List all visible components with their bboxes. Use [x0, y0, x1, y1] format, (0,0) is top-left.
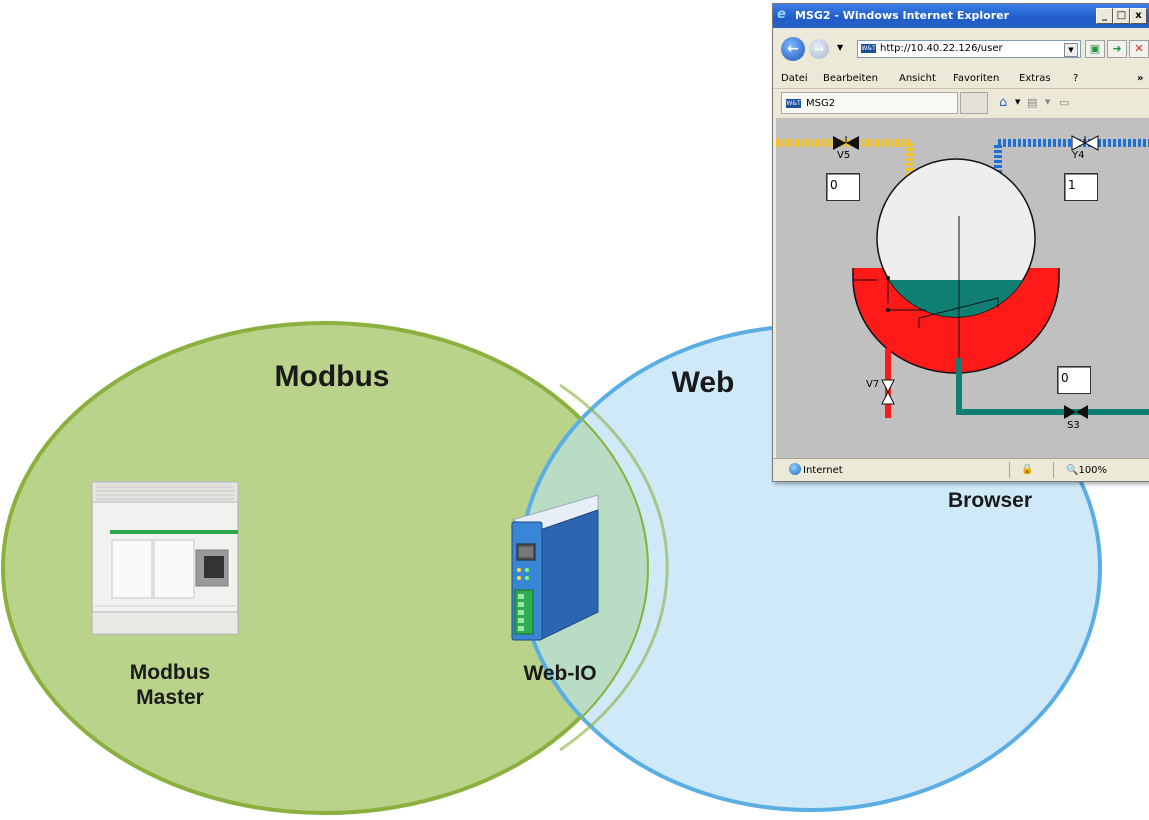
process-schematic [776, 135, 1149, 419]
modbus-master-line2: Master [136, 686, 204, 709]
tab-msg2[interactable]: W&T MSG2 [781, 92, 958, 114]
status-bar: Internet 🔒 🔍100% [773, 458, 1149, 481]
web-io-device-icon [510, 494, 599, 641]
navigation-bar: ← → ▼ W&T http://10.40.22.126/user ▼ ▣ ➜… [773, 28, 1149, 68]
window-titlebar[interactable]: e MSG2 - Windows Internet Explorer _ □ x [773, 4, 1149, 28]
window-title: MSG2 - Windows Internet Explorer [795, 9, 1010, 22]
agitator-blade [918, 297, 999, 328]
close-button[interactable]: x [1130, 8, 1147, 24]
feeds-dropdown-icon[interactable]: ▼ [1045, 98, 1051, 106]
s3-value: 0 [1061, 371, 1069, 385]
valve-y4-label: Y4 [1072, 150, 1085, 161]
valve-s3-label: S3 [1067, 420, 1080, 431]
page-content: V5 Y4 V7 S3 0 1 0 [776, 118, 1149, 458]
compatibility-icon[interactable]: ▣ [1085, 40, 1105, 58]
menu-bearbeiten[interactable]: Bearbeiten [823, 73, 878, 84]
web-circle-label: Web [671, 366, 735, 399]
internet-zone-icon [789, 463, 801, 475]
plc-icon [91, 481, 239, 635]
blue-pipe [994, 139, 1149, 243]
ie-logo-icon: e [777, 7, 786, 22]
menu-datei[interactable]: Datei [781, 73, 808, 84]
minimize-button[interactable]: _ [1096, 8, 1113, 24]
modbus-circle-label: Modbus [274, 360, 390, 393]
site-favicon-icon: W&T [861, 44, 876, 53]
menu-favoriten[interactable]: Favoriten [953, 73, 1000, 84]
modbus-master-label: Modbus Master [100, 660, 240, 710]
home-dropdown-icon[interactable]: ▼ [1015, 98, 1021, 106]
v5-value: 0 [830, 178, 838, 192]
modbus-outline-overlap [559, 383, 669, 752]
tab-bar: W&T MSG2 ⌂ ▼ ▤ ▼ ▭ [773, 89, 1149, 117]
menu-extras[interactable]: Extras [1019, 73, 1051, 84]
history-dropdown-icon[interactable]: ▼ [837, 43, 844, 52]
v5-value-field[interactable]: 0 [826, 173, 860, 201]
browser-window: e MSG2 - Windows Internet Explorer _ □ x… [772, 3, 1149, 482]
address-text[interactable]: http://10.40.22.126/user [880, 43, 1003, 54]
valve-v5-icon [833, 136, 859, 150]
new-tab-button[interactable] [960, 92, 988, 114]
go-button[interactable]: ➜ [1107, 40, 1127, 58]
valve-v5-label: V5 [837, 150, 851, 161]
forward-button[interactable]: → [809, 39, 829, 59]
menu-bar: Datei Bearbeiten Ansicht Favoriten Extra… [773, 68, 1149, 89]
s3-value-field[interactable]: 0 [1057, 366, 1091, 394]
stop-button[interactable]: ✕ [1129, 40, 1149, 58]
browser-label: Browser [947, 489, 1033, 512]
valve-y4-icon [1071, 135, 1099, 151]
web-io-label: Web-IO [523, 662, 597, 685]
menu-ansicht[interactable]: Ansicht [899, 73, 936, 84]
address-bar[interactable]: W&T http://10.40.22.126/user ▼ [857, 40, 1081, 58]
menu-help[interactable]: ? [1073, 73, 1079, 84]
valve-s3-icon [1064, 405, 1088, 419]
home-icon[interactable]: ⌂ [999, 95, 1008, 110]
status-zone: Internet [803, 465, 843, 476]
menu-overflow[interactable]: » [1137, 73, 1144, 84]
y4-value-field[interactable]: 1 [1064, 173, 1098, 201]
valve-v7-label: V7 [866, 379, 880, 390]
back-button[interactable]: ← [781, 37, 805, 61]
print-icon[interactable]: ▭ [1059, 96, 1070, 109]
feeds-icon[interactable]: ▤ [1027, 96, 1038, 109]
valve-v7-icon [881, 379, 895, 405]
tab-favicon-icon: W&T [786, 99, 801, 108]
zoom-level[interactable]: 🔍100% [1066, 465, 1108, 476]
modbus-master-line1: Modbus [129, 661, 211, 684]
tab-label: MSG2 [806, 98, 836, 109]
protected-mode-icon[interactable]: 🔒 [1021, 464, 1034, 475]
zoom-value: 100% [1078, 465, 1108, 476]
y4-value: 1 [1068, 178, 1076, 192]
address-dropdown-icon[interactable]: ▼ [1064, 43, 1078, 57]
maximize-button[interactable]: □ [1113, 8, 1130, 24]
